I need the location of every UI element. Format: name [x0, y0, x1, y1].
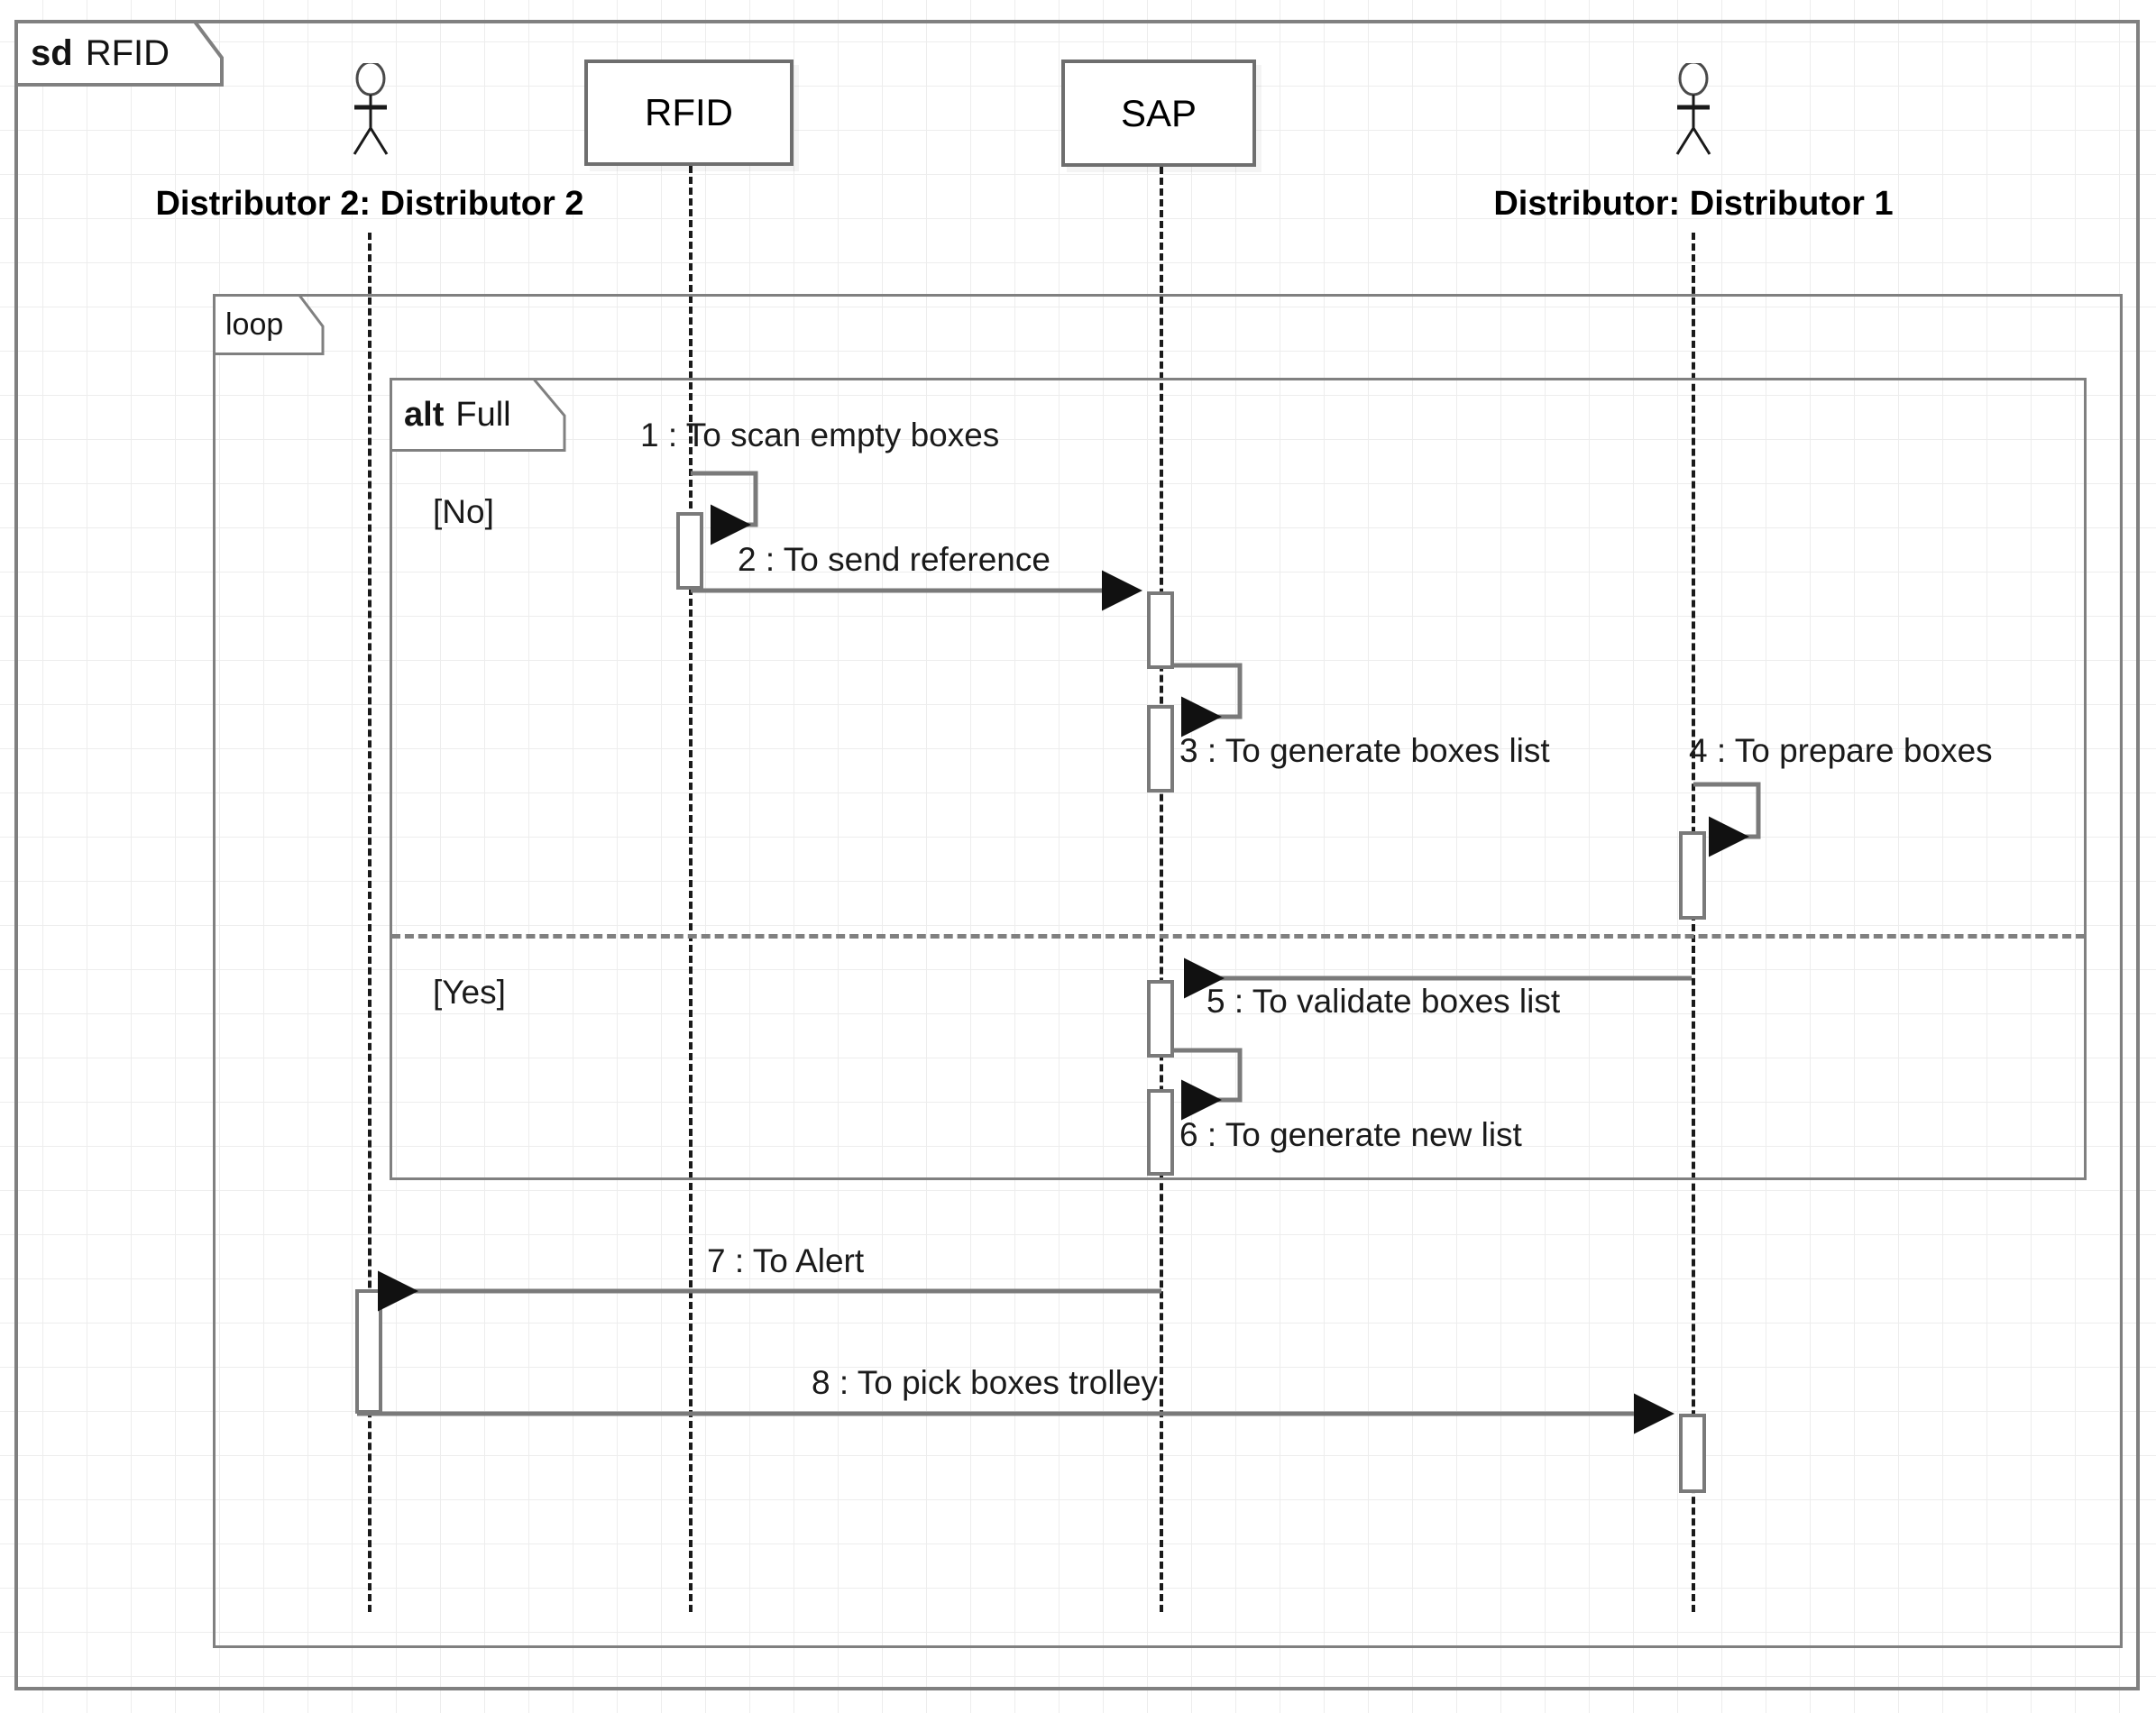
sd-frame-tag: sd RFID	[14, 20, 224, 87]
activation-distributor1-2	[1679, 1414, 1706, 1493]
activation-sap-3	[1147, 980, 1174, 1058]
message-label-7: 7 : To Alert	[707, 1242, 865, 1279]
pentagon-tag-shape	[213, 294, 325, 355]
loop-fragment	[213, 294, 2123, 1648]
lifeline-sap	[1160, 167, 1163, 1612]
lifeline-rfid	[689, 166, 693, 1612]
alt-guard-no: [No]	[433, 493, 494, 530]
activation-distributor1-1	[1679, 831, 1706, 920]
sd-frame	[14, 20, 2140, 1690]
participant-label-distributor2: Distributor 2: Distributor 2	[155, 185, 584, 223]
message-label-4: 4 : To prepare boxes	[1689, 732, 1993, 769]
alt-operand-separator	[391, 934, 2085, 939]
participant-box-rfid[interactable]: RFID	[584, 60, 794, 166]
alt-fragment	[390, 378, 2087, 1180]
actor-stick-figure-icon-distributor1	[1675, 63, 1711, 155]
message-label-6: 6 : To generate new list	[1179, 1116, 1522, 1153]
message-label-3: 3 : To generate boxes list	[1179, 732, 1550, 769]
participant-box-sap[interactable]: SAP	[1061, 60, 1256, 167]
activation-rfid-3	[676, 512, 703, 590]
lifeline-distributor1	[1692, 233, 1695, 1612]
participant-label-distributor1: Distributor: Distributor 1	[1493, 185, 1894, 223]
alt-guard-yes: [Yes]	[433, 974, 506, 1011]
activation-sap-1	[1147, 591, 1174, 669]
message-label-2: 2 : To send reference	[738, 541, 1050, 578]
activation-sap-4	[1147, 1089, 1174, 1176]
message-label-5: 5 : To validate boxes list	[1206, 983, 1561, 1020]
message-label-1: 1 : To scan empty boxes	[640, 417, 1000, 453]
lifeline-distributor2	[368, 233, 372, 1612]
activation-sap-2	[1147, 705, 1174, 792]
pentagon-tag-shape	[390, 378, 566, 452]
alt-fragment-tag: alt Full	[390, 378, 566, 452]
activation-distributor2-1	[355, 1289, 382, 1414]
loop-fragment-tag: loop	[213, 294, 325, 355]
message-label-8: 8 : To pick boxes trolley	[812, 1364, 1158, 1401]
actor-stick-figure-icon-distributor2	[353, 63, 389, 155]
pentagon-tag-shape	[14, 20, 224, 87]
